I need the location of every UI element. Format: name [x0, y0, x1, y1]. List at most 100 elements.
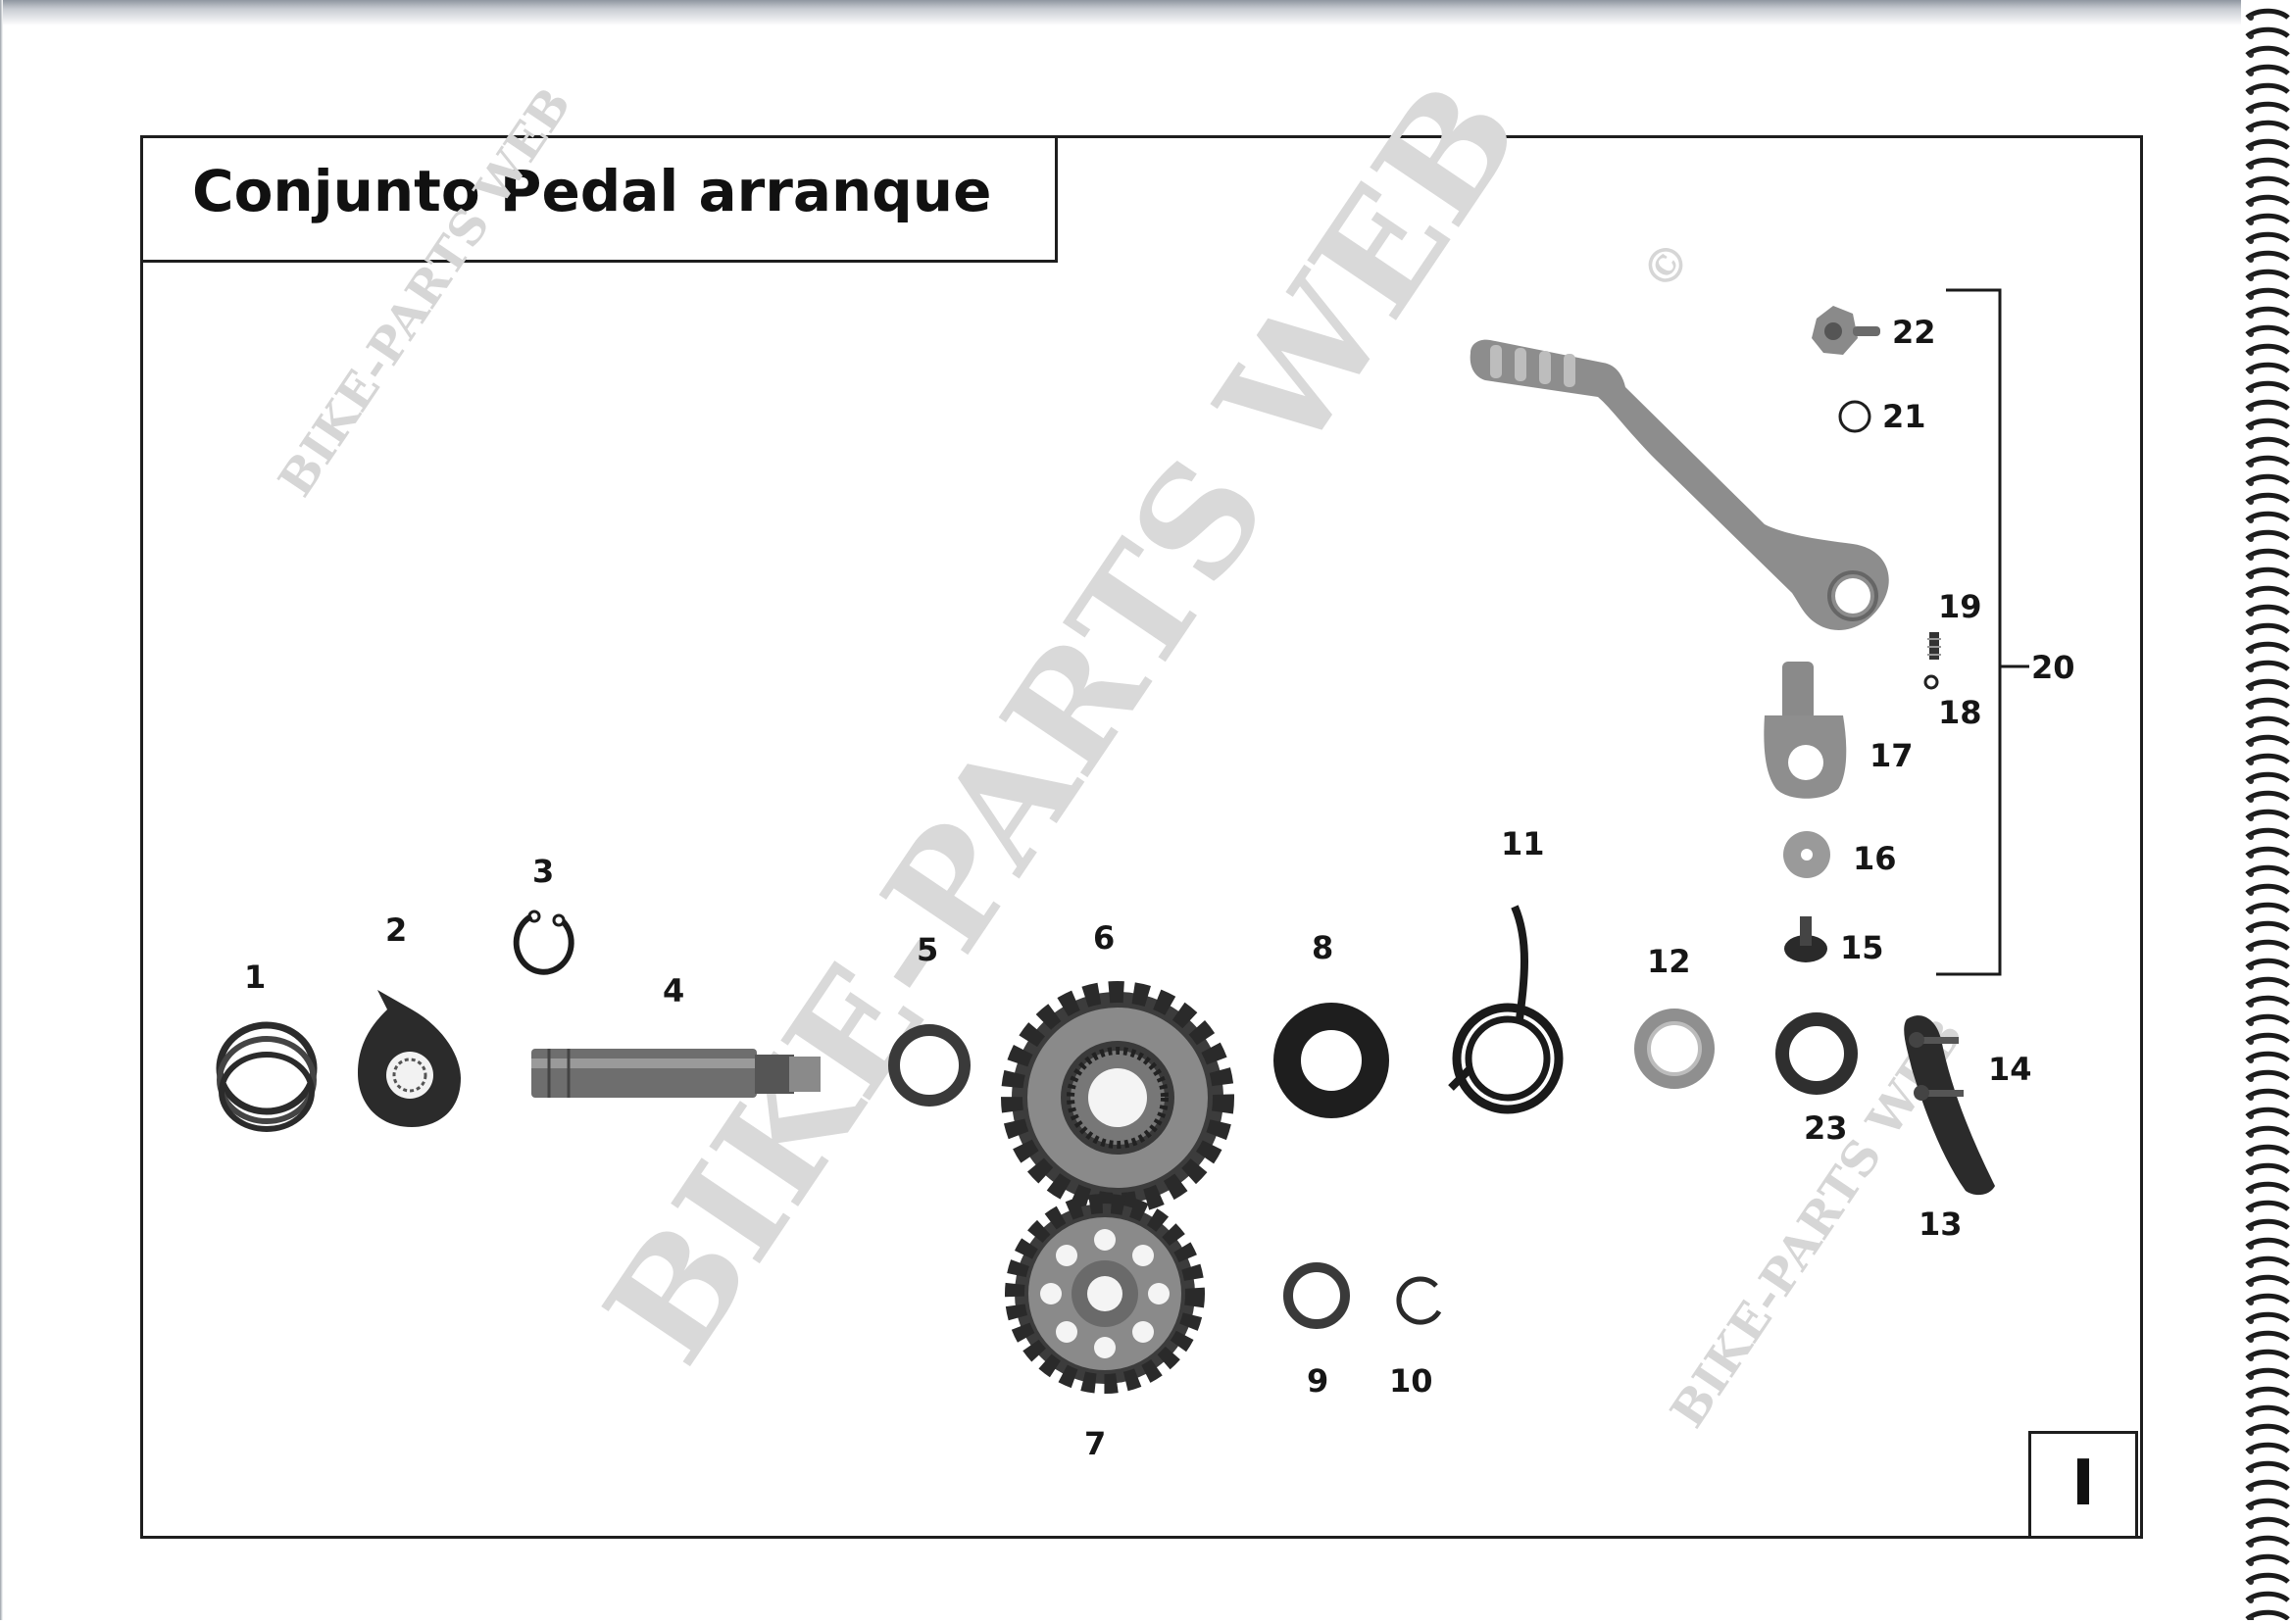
callout-4: 4	[663, 972, 684, 1009]
callout-7: 7	[1084, 1425, 1106, 1462]
spiral-hole	[2248, 369, 2254, 374]
spiral-hole	[2248, 257, 2254, 263]
spiral-hole	[2248, 1002, 2254, 1008]
callout-6: 6	[1093, 919, 1115, 957]
spiral-hole	[2248, 443, 2254, 449]
spiral-hole	[2248, 797, 2254, 803]
page-top-shadow	[0, 0, 2245, 25]
spiral-hole	[2248, 145, 2254, 151]
part-21-o-ring	[1838, 400, 1871, 433]
page-left-edge	[0, 0, 3, 1620]
spiral-hole	[2248, 1449, 2254, 1454]
spiral-hole	[2248, 238, 2254, 244]
spiral-hole	[2248, 834, 2254, 840]
spiral-hole	[2248, 685, 2254, 691]
callout-12: 12	[1647, 943, 1691, 980]
spiral-hole	[2248, 890, 2254, 896]
callout-17: 17	[1869, 737, 1914, 774]
spiral-binding	[2241, 0, 2293, 1622]
callout-2: 2	[385, 911, 407, 949]
callout-23: 23	[1804, 1109, 1848, 1147]
part-16-washer	[1783, 831, 1830, 878]
spiral-hole	[2248, 611, 2254, 616]
spiral-hole	[2248, 1598, 2254, 1603]
callout-1: 1	[244, 959, 266, 996]
spiral-hole	[2248, 573, 2254, 579]
spiral-hole	[2248, 1188, 2254, 1194]
callout-labels: 1 2 3 4 5 6 7 8 9 10 11 12 13 14 15 16 1…	[244, 314, 2075, 1462]
diagram-frame	[140, 135, 2143, 1539]
spiral-hole	[2248, 201, 2254, 207]
spiral-hole	[2248, 220, 2254, 225]
callout-11: 11	[1501, 825, 1545, 862]
spiral-hole	[2248, 350, 2254, 356]
spiral-hole	[2248, 1411, 2254, 1417]
watermark-small-top: BIKE-PARTS WEB	[269, 78, 582, 507]
spiral-hole	[2248, 1039, 2254, 1045]
callout-18: 18	[1938, 694, 1982, 731]
spiral-hole	[2248, 1504, 2254, 1510]
spiral-hole	[2248, 1467, 2254, 1473]
spiral-hole	[2248, 1058, 2254, 1063]
spiral-hole	[2248, 815, 2254, 821]
spiral-hole	[2248, 1579, 2254, 1585]
spiral-hole	[2248, 387, 2254, 393]
spiral-hole	[2248, 1262, 2254, 1268]
callout-19: 19	[1938, 588, 1982, 625]
exploded-parts-diagram: BIKE-PARTS WEB © BIKE-PARTS WEB BIKE-PAR…	[216, 53, 2075, 1462]
part-20-kick-lever	[1470, 339, 1889, 630]
spiral-hole	[2248, 983, 2254, 989]
callout-10: 10	[1389, 1362, 1433, 1400]
spiral-hole	[2248, 592, 2254, 598]
part-2-ratchet	[358, 990, 461, 1127]
spiral-hole	[2248, 1542, 2254, 1548]
spiral-hole	[2248, 1113, 2254, 1119]
spiral-hole	[2248, 1393, 2254, 1399]
spiral-hole	[2248, 629, 2254, 635]
spiral-hole	[2248, 871, 2254, 877]
part-17-lever-boss	[1764, 662, 1847, 799]
spiral-hole	[2248, 294, 2254, 300]
spiral-hole	[2248, 1430, 2254, 1436]
callout-3: 3	[532, 853, 554, 890]
spiral-hole	[2248, 1374, 2254, 1380]
spiral-hole	[2248, 1151, 2254, 1156]
part-19-spring	[1927, 632, 1941, 660]
spiral-hole	[2248, 1076, 2254, 1082]
spiral-hole	[2248, 964, 2254, 970]
callout-9: 9	[1307, 1362, 1328, 1400]
spiral-hole	[2248, 1281, 2254, 1287]
part-8-washer	[1273, 1003, 1389, 1118]
spiral-hole	[2248, 666, 2254, 672]
part-14-pins	[1909, 1032, 1964, 1101]
spiral-hole	[2248, 722, 2254, 728]
spiral-hole	[2248, 517, 2254, 523]
spiral-hole	[2248, 406, 2254, 412]
spiral-hole	[2248, 555, 2254, 561]
spiral-hole	[2248, 331, 2254, 337]
part-23-seal	[1775, 1012, 1858, 1095]
part-10-circlip	[1396, 1276, 1442, 1325]
spiral-hole	[2248, 1225, 2254, 1231]
spiral-hole	[2248, 15, 2254, 21]
spiral-hole	[2248, 536, 2254, 542]
svg-text:BIKE-PARTS WEB: BIKE-PARTS WEB	[269, 78, 582, 507]
callout-15: 15	[1840, 929, 1884, 966]
spiral-binding-loops	[2245, 8, 2290, 1622]
spiral-hole	[2248, 52, 2254, 58]
page-title: Conjunto Pedal arranque	[192, 158, 992, 224]
spiral-hole	[2248, 1318, 2254, 1324]
spiral-hole	[2248, 1355, 2254, 1361]
part-4-shaft	[531, 1049, 821, 1098]
spiral-hole	[2248, 1300, 2254, 1305]
part-9-washer	[1283, 1262, 1350, 1329]
spiral-hole	[2248, 1169, 2254, 1175]
spiral-hole	[2248, 89, 2254, 95]
spiral-hole	[2248, 182, 2254, 188]
page-number-box: I	[2028, 1431, 2138, 1539]
spiral-hole	[2248, 1560, 2254, 1566]
spiral-hole	[2248, 1523, 2254, 1529]
spiral-hole	[2248, 499, 2254, 505]
spiral-hole	[2248, 1095, 2254, 1101]
part-12-bushing	[1634, 1009, 1715, 1089]
